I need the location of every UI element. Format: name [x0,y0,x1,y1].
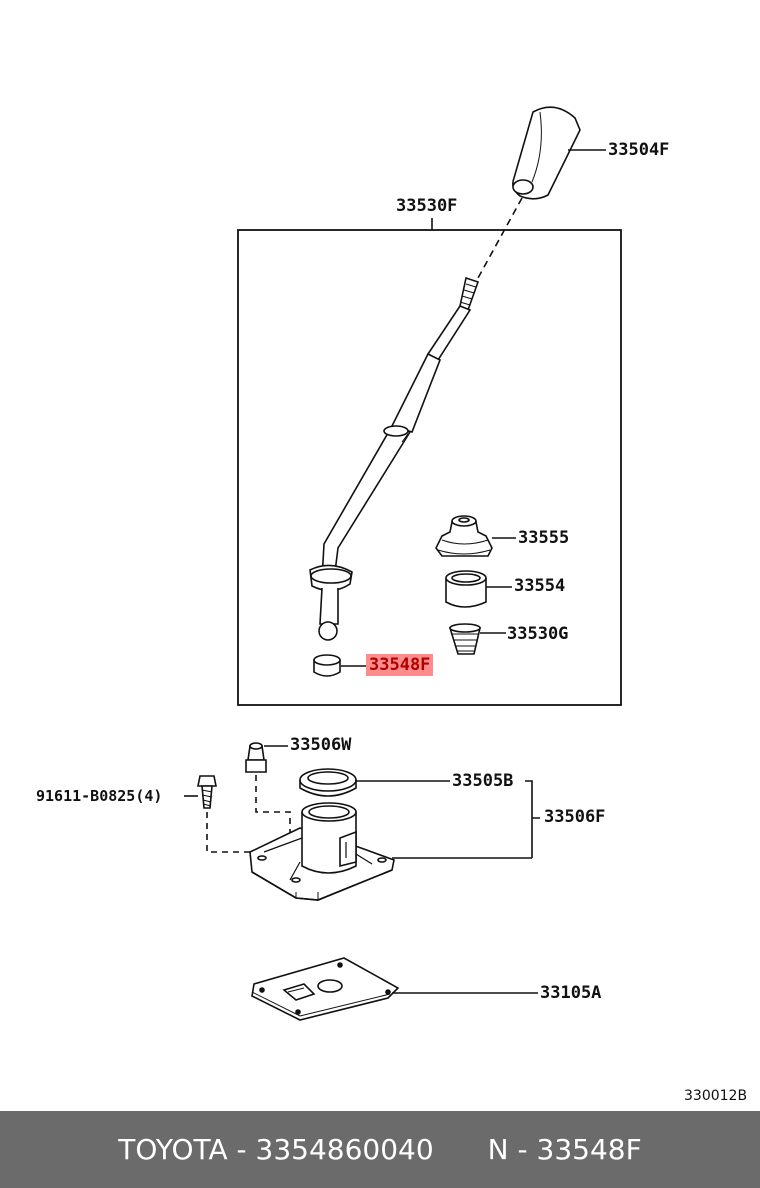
knob-dash-line [477,197,523,279]
bolt-dash-line [206,812,258,853]
bolt [197,775,217,809]
footer-brand-part-number: TOYOTA - 3354860040 [118,1133,434,1166]
footer-bar: TOYOTA - 3354860040 N - 33548F [0,1111,760,1188]
parts-diagram [184,106,622,1021]
bushing-33554 [445,570,487,608]
label-33505b: 33505B [452,771,514,791]
label-91611-b0825: 91611-B0825(4) [36,787,163,805]
shift-lever [309,276,480,641]
spring-33530g [448,623,482,655]
lever-housing [249,802,395,901]
footer-text: TOYOTA - 3354860040 N - 33548F [0,1111,760,1188]
label-33105a: 33105A [540,983,602,1003]
label-33530f: 33530F [396,196,458,216]
diagram-code: 330012B [684,1088,748,1104]
boot-33555 [435,515,493,557]
label-33504f: 33504F [608,140,670,160]
label-33506f: 33506F [544,807,606,827]
assembly-box [237,229,622,706]
label-33530g: 33530G [507,624,569,644]
grease-fitting [245,742,267,773]
seat-33548f [313,654,341,677]
label-33555: 33555 [518,528,570,548]
plate-33105a [251,957,400,1021]
label-33506w: 33506W [290,735,352,755]
shift-knob [512,106,581,200]
label-33554: 33554 [514,576,566,596]
seal-33505b [299,768,357,797]
footer-short-code: N - 33548F [487,1133,642,1166]
housing-bracket [525,780,540,858]
label-33548f-highlighted[interactable]: 33548F [366,654,434,676]
